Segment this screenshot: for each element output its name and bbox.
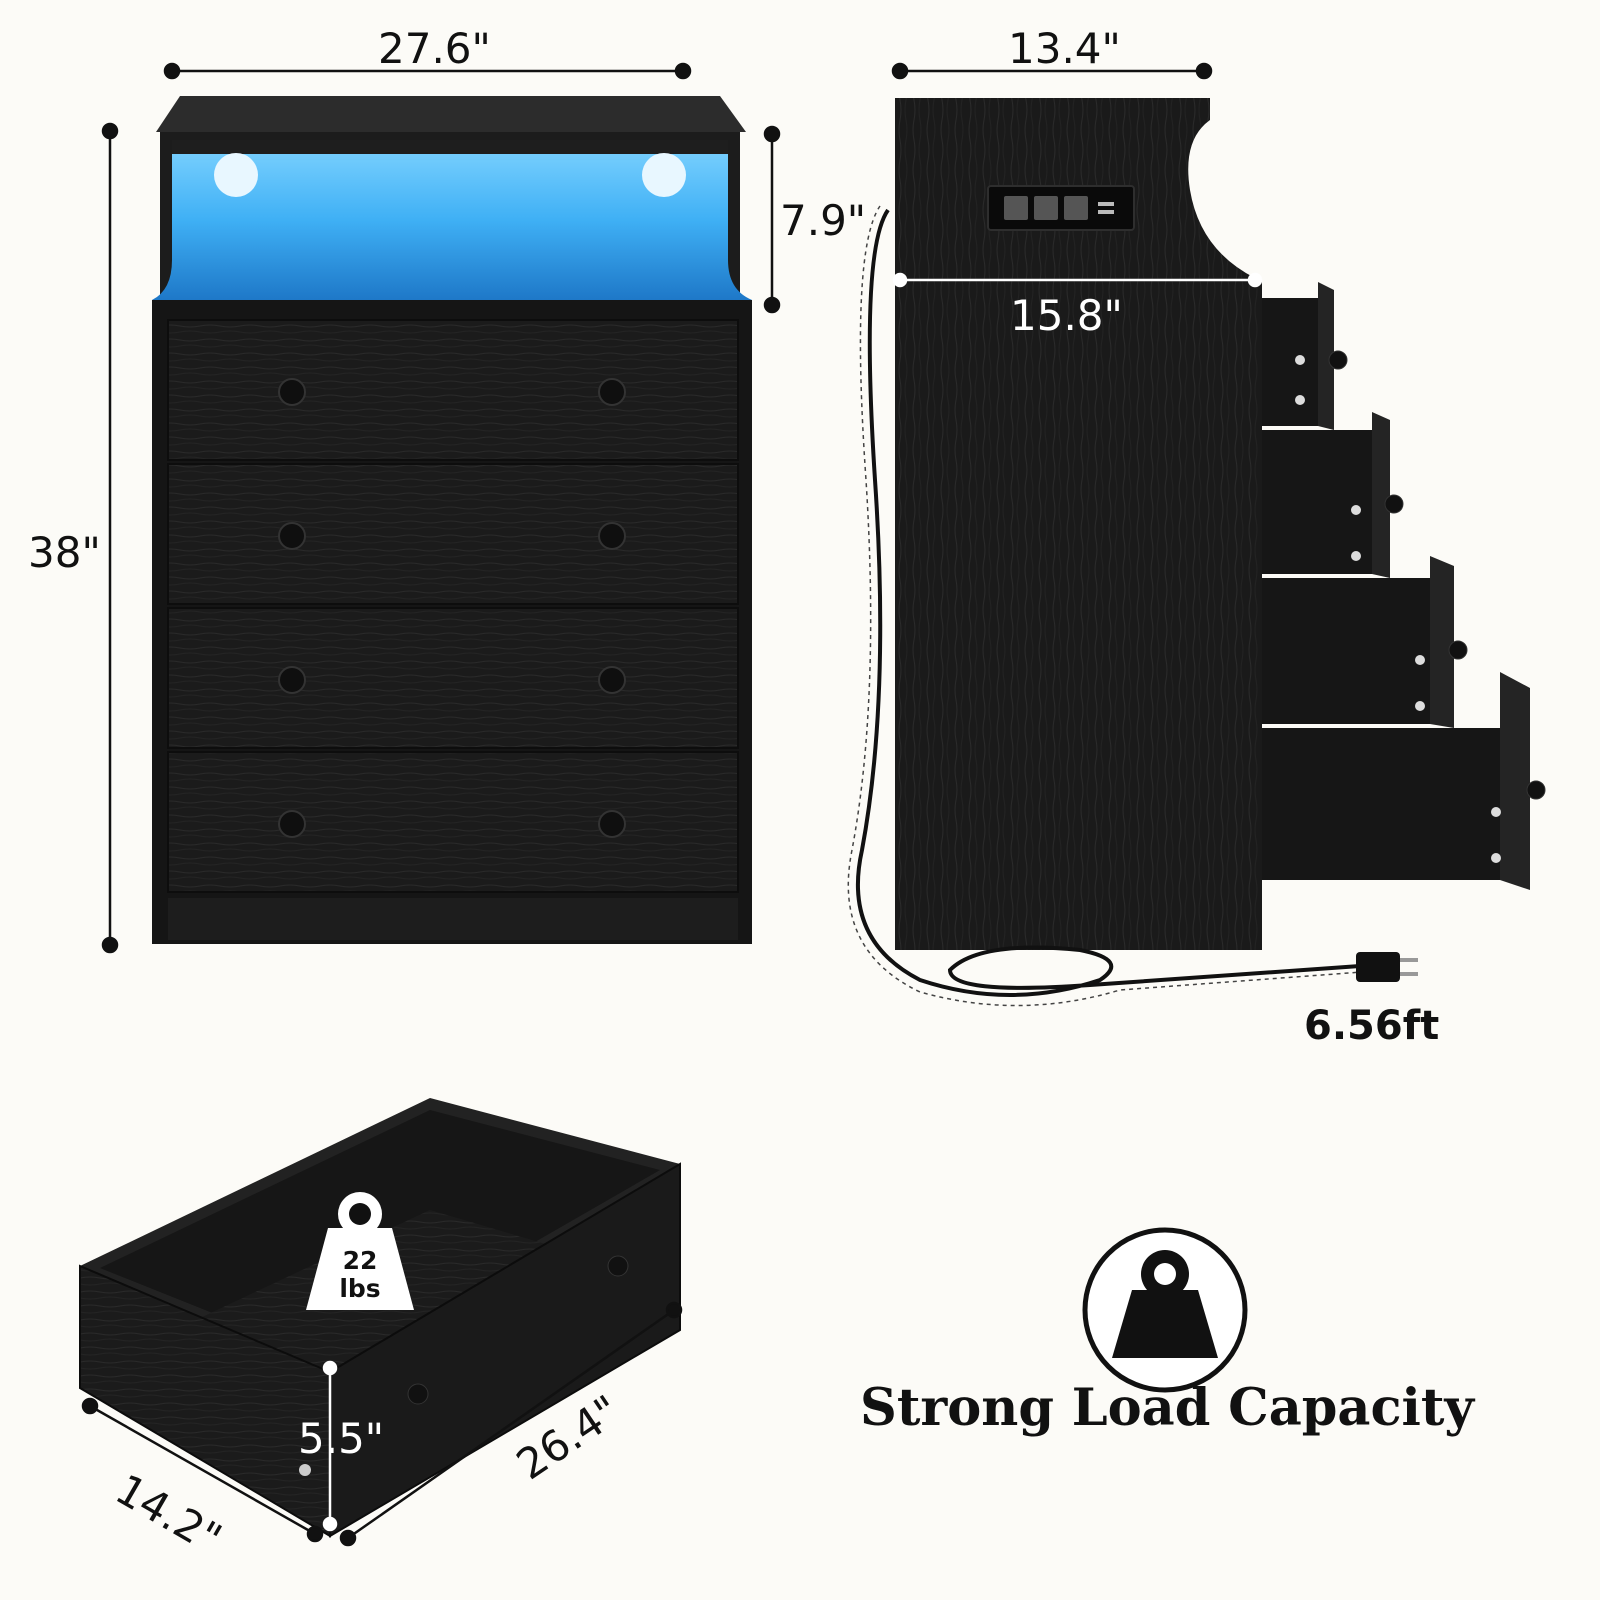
- shelf-height-label: 7.9": [780, 196, 867, 245]
- front-dimension-lines: [101, 62, 781, 954]
- drawer-knobs: [278, 378, 626, 838]
- drawer-height-label: 5.5": [298, 1414, 385, 1463]
- led-shelf-cavity: [152, 140, 752, 300]
- front-view-dresser: [152, 96, 752, 944]
- power-cord: [855, 208, 1361, 997]
- weight-badge: 22 lbs: [312, 1200, 408, 1310]
- drawer-dimension-lines: [81, 1301, 683, 1547]
- side-body-depth-label: 15.8": [1010, 291, 1123, 340]
- front-drawers: [167, 319, 739, 893]
- plug-icon: [1356, 952, 1418, 982]
- side-view-dresser: [847, 98, 1546, 1007]
- front-width-label: 27.6": [378, 24, 491, 73]
- cord-length-label: 6.56ft: [1304, 1003, 1440, 1049]
- weight-icon: [306, 1192, 414, 1310]
- side-dimension-lines: [891, 62, 1213, 80]
- cable-hole-icon: [642, 153, 686, 197]
- weight-unit: lbs: [339, 1274, 381, 1303]
- cable-hole-icon: [214, 153, 258, 197]
- open-drawers-stack: [1262, 282, 1546, 890]
- load-capacity-icon: [1082, 1227, 1248, 1393]
- front-height-label: 38": [28, 528, 101, 577]
- side-top-depth-label: 13.4": [1008, 24, 1121, 73]
- single-drawer: [79, 1098, 681, 1538]
- weight-value: 22: [342, 1246, 378, 1275]
- capacity-title: Strong Load Capacity: [860, 1378, 1475, 1438]
